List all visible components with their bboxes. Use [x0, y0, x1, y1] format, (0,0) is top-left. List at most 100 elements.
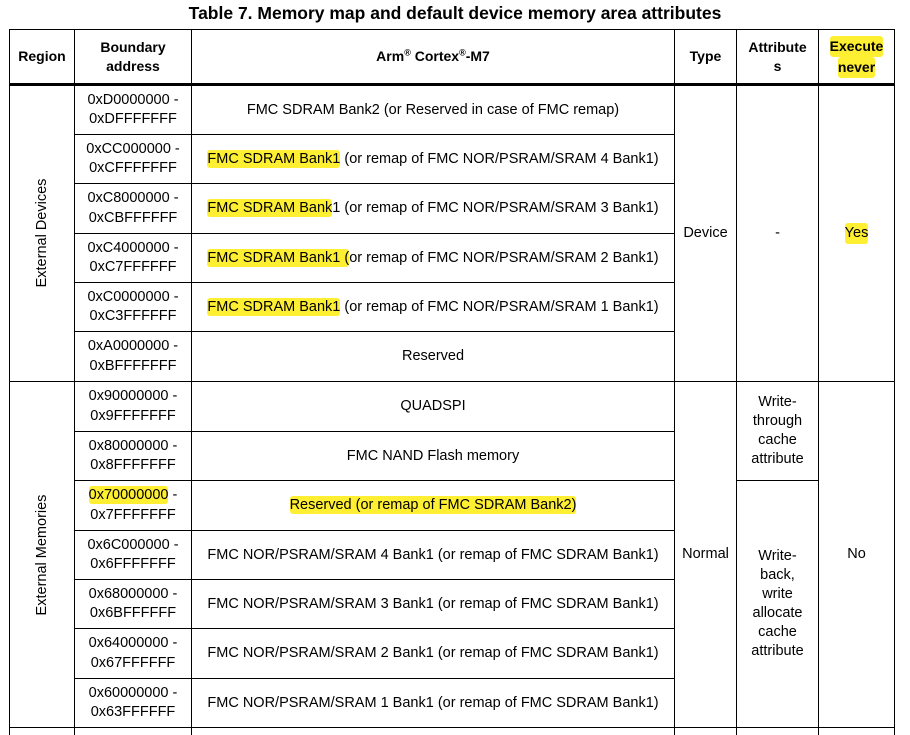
header-cortex-label: Arm® Cortex®-M7: [376, 47, 490, 66]
memory-type-cell: Normal: [675, 382, 736, 727]
description-cell: FMC SDRAM Bank1 (or remap of FMC NOR/PSR…: [192, 283, 674, 331]
address-start: 0x68000000 -: [88, 585, 178, 602]
memory-execute-never-cell: No: [819, 382, 894, 727]
attr-line: attribute: [751, 643, 804, 659]
header-execute-never: Execute never: [819, 30, 894, 83]
address-end: 0xBFFFFFFF: [89, 357, 177, 374]
description-cell: FMC SDRAM Bank1 (or remap of FMC NOR/PSR…: [192, 184, 674, 233]
header-attributes: Attribute s: [737, 30, 818, 83]
address-end: 0x63FFFFFF: [90, 704, 176, 720]
address-start: 0xC8000000 -: [87, 190, 179, 206]
registered-mark: ®: [459, 47, 466, 58]
description-highlight: FMC SDRAM Bank1: [207, 297, 341, 316]
description-rest: FMC NOR/PSRAM/SRAM 3 Bank1 (or remap of …: [207, 595, 659, 612]
description-text: FMC NOR/PSRAM/SRAM 3 Bank1 (or remap of …: [207, 595, 658, 614]
memory-type: Normal: [682, 546, 729, 562]
col-divider-address: [191, 29, 192, 735]
attr-line: cache: [758, 624, 797, 640]
description-text: Reserved: [402, 347, 464, 366]
address-cell: 0x70000000 -0x7FFFFFFF: [75, 481, 191, 530]
description-highlight: FMC SDRAM Bank: [207, 199, 333, 217]
description-text: FMC SDRAM Bank1 (or remap of FMC NOR/PSR…: [207, 149, 659, 169]
address-cell: 0xD0000000 -0xDFFFFFFF: [75, 86, 191, 134]
header-boundary-line1: Boundary: [100, 38, 166, 55]
header-rule: [9, 83, 895, 86]
description-rest: FMC NAND Flash memory: [346, 447, 520, 464]
address-start: 0x64000000 -: [88, 635, 178, 651]
description-rest: FMC NOR/PSRAM/SRAM 4 Bank1 (or remap of …: [207, 546, 659, 563]
memory-attr-write-through-cell: Write- through cache attribute: [737, 382, 818, 480]
description-cell: FMC NOR/PSRAM/SRAM 3 Bank1 (or remap of …: [192, 580, 674, 628]
col-divider-region: [74, 29, 75, 735]
description-cell: FMC SDRAM Bank1 (or remap of FMC NOR/PSR…: [192, 135, 674, 183]
description-text: FMC NAND Flash memory: [347, 447, 519, 466]
address-cell: 0x80000000 -0x8FFFFFFF: [75, 432, 191, 480]
address-end: 0xDFFFFFFF: [89, 111, 177, 127]
description-rest: 1 (or remap of FMC NOR/PSRAM/SRAM 3 Bank…: [332, 200, 659, 216]
description-cell: FMC NOR/PSRAM/SRAM 2 Bank1 (or remap of …: [192, 629, 674, 678]
address-end: 0xCFFFFFFF: [89, 160, 177, 176]
description-text: FMC NOR/PSRAM/SRAM 1 Bank1 (or remap of …: [207, 694, 658, 713]
attribute-divider: [736, 480, 819, 481]
description-cell: Reserved (or remap of FMC SDRAM Bank2): [192, 481, 674, 530]
table-title: Table 7. Memory map and default device m…: [188, 3, 722, 23]
description-cell: Reserved: [192, 332, 674, 381]
address-end: 0xCBFFFFFF: [88, 209, 178, 226]
description-rest: Reserved: [401, 348, 465, 364]
description-rest: FMC NOR/PSRAM/SRAM 1 Bank1 (or remap of …: [207, 694, 659, 711]
address-cell: 0x60000000 - 0x63FFFFFF: [75, 679, 191, 727]
row-divider: [9, 727, 895, 728]
table-border-left: [9, 29, 10, 735]
attr-line: Write-: [758, 548, 797, 564]
description-text: Reserved (or remap of FMC SDRAM Bank2): [289, 496, 577, 515]
row-divider: [74, 628, 675, 629]
description-text: FMC SDRAM Bank1 (or remap of FMC NOR/PSR…: [207, 248, 659, 268]
description-cell: QUADSPI: [192, 382, 674, 431]
header-boundary-line2: address: [106, 57, 160, 74]
description-rest: QUADSPI: [400, 398, 466, 414]
group-label-external-devices: External Devices: [34, 178, 50, 288]
address-start: 0xA0000000 -: [87, 338, 179, 354]
description-cell: FMC SDRAM Bank2 (or Reserved in case of …: [192, 86, 674, 134]
header-attributes-line2: s: [773, 57, 782, 74]
address-cell: 0xA0000000 - 0xBFFFFFFF: [75, 332, 191, 381]
row-divider: [74, 282, 675, 283]
address-end: 0x6FFFFFFF: [90, 556, 176, 572]
description-rest: or remap of FMC NOR/PSRAM/SRAM 2 Bank1): [349, 249, 659, 266]
address-start: 0x6C000000 -: [87, 536, 179, 553]
address-end: 0x67FFFFFF: [90, 654, 176, 671]
address-start: 0x90000000 -: [88, 388, 178, 404]
col-divider-description: [674, 29, 675, 735]
description-highlight: Reserved (or remap of FMC SDRAM Bank2): [289, 496, 577, 514]
address-end: 0xC3FFFFFF: [89, 308, 177, 324]
description-rest: FMC NOR/PSRAM/SRAM 2 Bank1 (or remap of …: [207, 645, 659, 661]
header-boundary-address: Boundary address: [75, 30, 191, 83]
address-end: 0x6BFFFFFF: [89, 605, 177, 621]
registered-mark: ®: [404, 47, 411, 58]
memory-attr-write-back-cell: Write- back, write allocate cache attrib…: [737, 481, 818, 727]
description-rest: FMC SDRAM Bank2 (or Reserved in case of …: [246, 101, 620, 118]
description-cell: FMC NAND Flash memory: [192, 432, 674, 480]
header-type: Type: [675, 30, 736, 83]
row-divider: [74, 331, 675, 332]
header-attributes-line1: Attribute: [748, 38, 807, 55]
address-cell: 0x6C000000 - 0x6FFFFFFF: [75, 531, 191, 579]
description-text: FMC SDRAM Bank2 (or Reserved in case of …: [247, 101, 619, 120]
address-highlight: 0x70000000: [88, 486, 169, 504]
row-divider: [74, 678, 675, 679]
attr-line: through: [752, 413, 803, 429]
description-text: FMC NOR/PSRAM/SRAM 2 Bank1 (or remap of …: [207, 644, 658, 663]
memory-execute-never: No: [847, 546, 866, 562]
header-cortex-word: Cortex: [410, 48, 460, 64]
description-cell: FMC NOR/PSRAM/SRAM 4 Bank1 (or remap of …: [192, 531, 674, 579]
address-start: 0x60000000 -: [88, 684, 178, 701]
attr-line: write: [762, 586, 793, 602]
description-text: FMC SDRAM Bank1 (or remap of FMC NOR/PSR…: [207, 297, 659, 317]
description-highlight: FMC SDRAM Bank1: [207, 149, 341, 168]
description-cell: FMC NOR/PSRAM/SRAM 1 Bank1 (or remap of …: [192, 679, 674, 727]
attr-line: Write-: [758, 394, 797, 410]
description-text: FMC NOR/PSRAM/SRAM 4 Bank1 (or remap of …: [207, 546, 658, 565]
address-start: 0x70000000 -: [88, 486, 177, 506]
device-execute-never: Yes: [844, 223, 869, 244]
